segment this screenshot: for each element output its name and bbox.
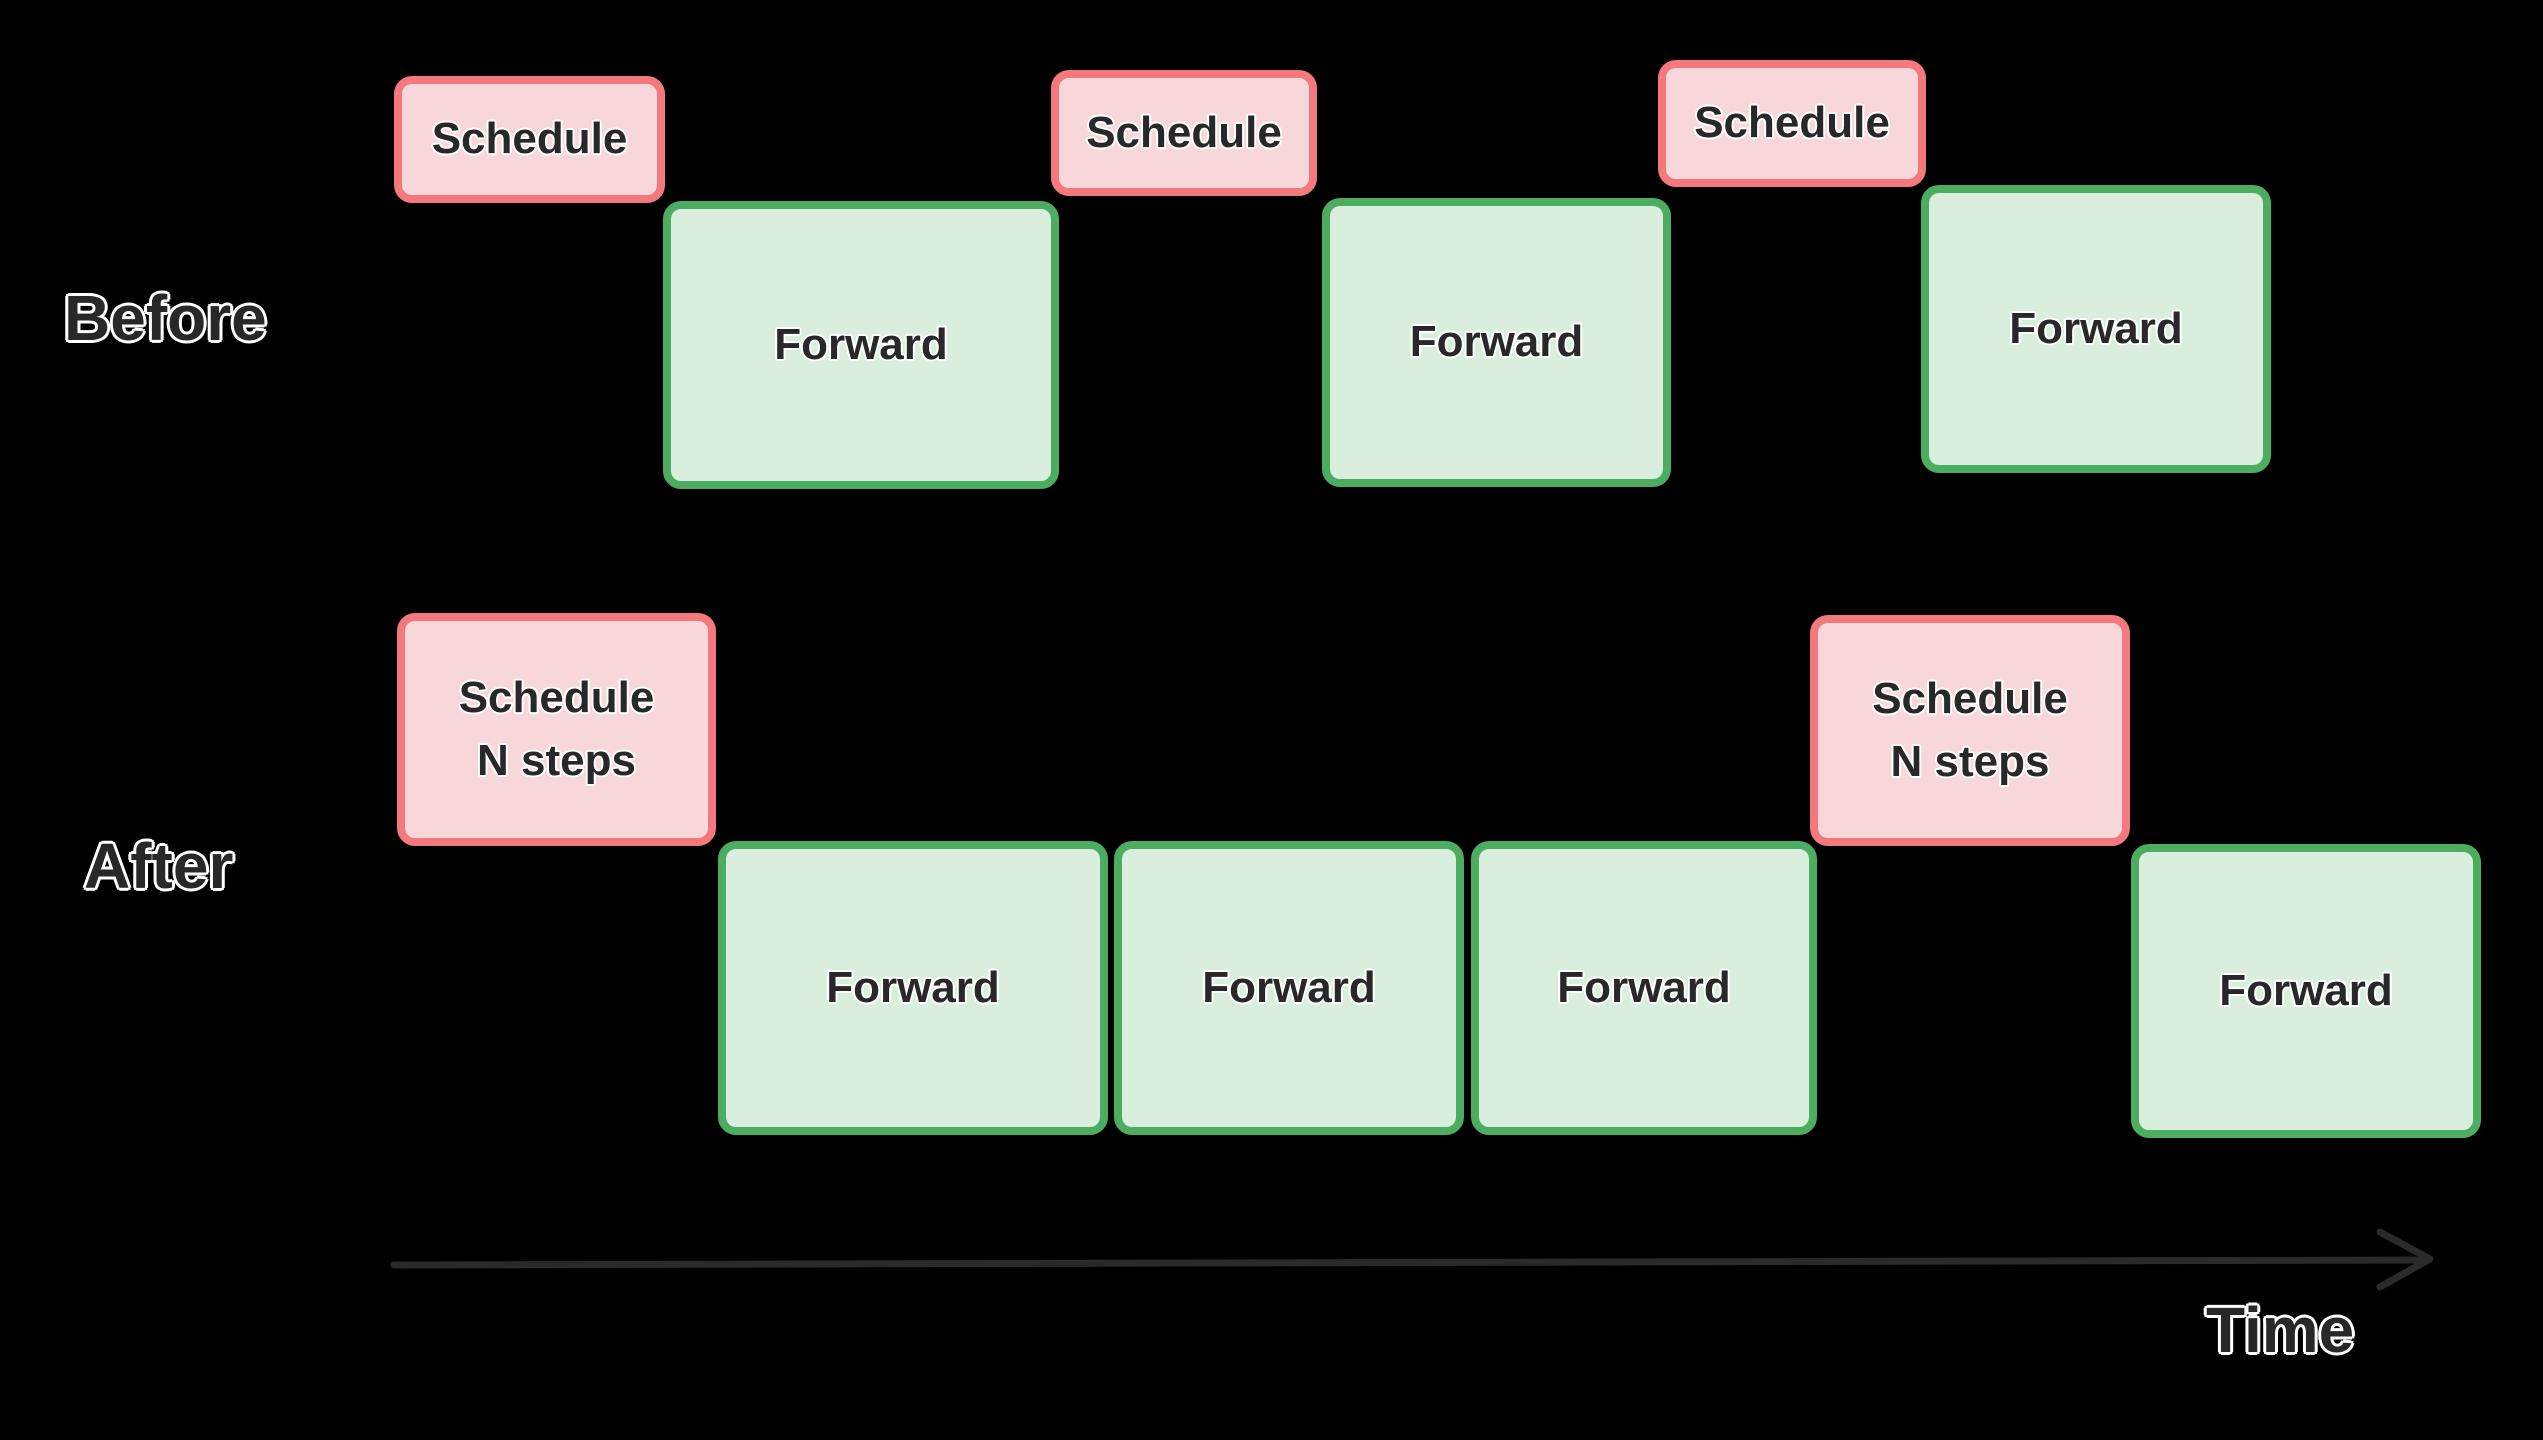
time-axis-label: Time [2206,1294,2355,1366]
before-forward-box-2: Forward [1322,198,1671,487]
forward-box-label: Forward [2219,965,2393,1015]
schedule-box-label: Schedule N steps [1872,668,2068,793]
after-schedule-n-steps-box-2: Schedule N steps [1810,615,2130,846]
after-forward-box-3: Forward [1471,841,1817,1135]
before-row-label: Before [64,282,267,354]
before-forward-box-1: Forward [663,201,1059,489]
schedule-box-label: Schedule [431,114,628,164]
time-axis-line [390,1256,2424,1269]
schedule-box-label: Schedule N steps [459,667,655,792]
after-schedule-n-steps-box-1: Schedule N steps [397,613,716,846]
arrowhead-icon [2376,1228,2434,1291]
after-forward-box-1: Forward [718,841,1108,1135]
before-schedule-box-3: Schedule [1658,60,1926,187]
after-forward-box-4: Forward [2131,844,2481,1138]
before-forward-box-3: Forward [1921,185,2271,473]
schedule-box-label: Schedule [1086,107,1282,157]
after-row-label: After [84,830,234,902]
before-schedule-box-2: Schedule [1051,70,1317,196]
before-schedule-box-1: Schedule [394,76,665,203]
forward-box-label: Forward [774,319,948,369]
after-forward-box-2: Forward [1114,841,1464,1135]
schedule-box-line-2: N steps [1890,736,2050,786]
schedule-box-line-1: Schedule [458,673,655,723]
forward-box-label: Forward [1409,317,1584,367]
forward-box-label: Forward [2009,303,2183,353]
forward-box-label: Forward [826,962,1000,1012]
schedule-box-line-2: N steps [477,735,636,785]
schedule-box-label: Schedule [1694,98,1890,148]
forward-box-label: Forward [1557,962,1731,1012]
forward-box-label: Forward [1202,962,1376,1012]
schedule-box-line-1: Schedule [1872,674,2068,724]
